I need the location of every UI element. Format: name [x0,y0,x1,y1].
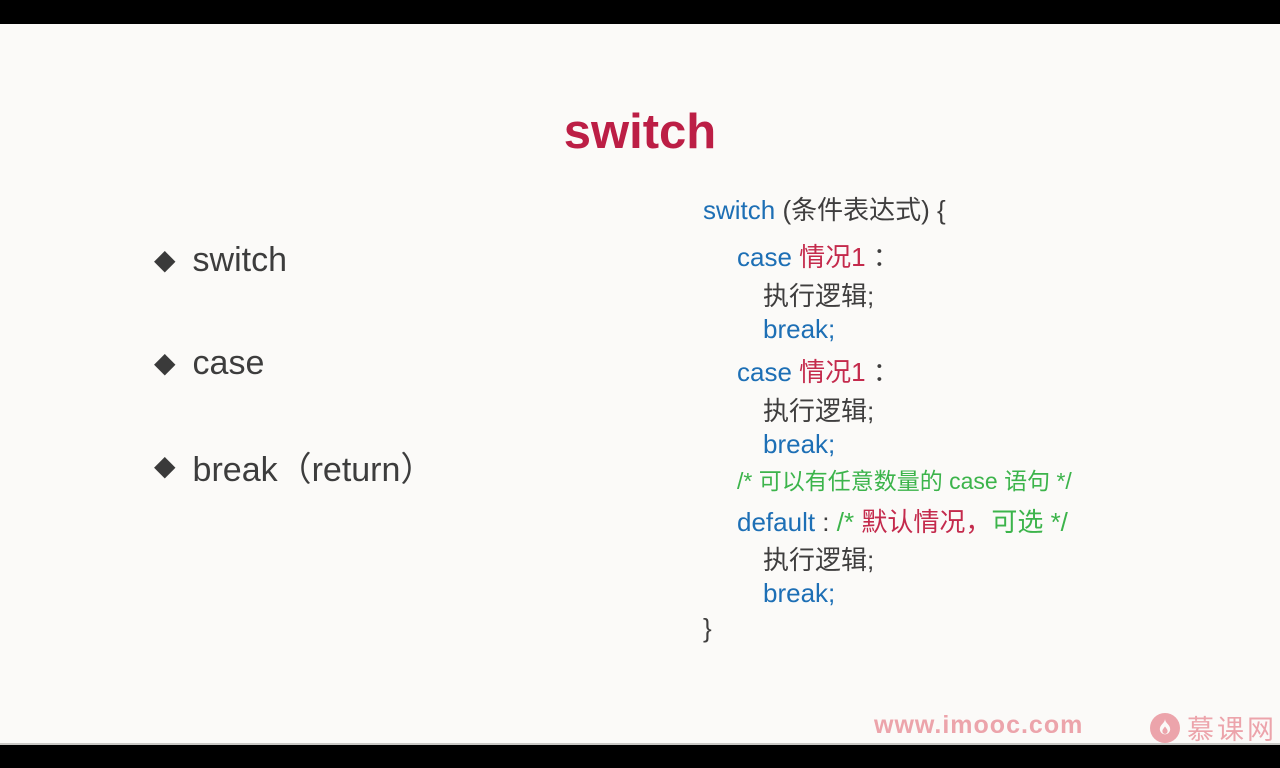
code-token: case [737,242,800,272]
code-token: break; [763,578,836,608]
code-token: 执行逻辑; [763,396,875,426]
code-line: case 情况1 ： [737,356,1072,389]
code-token: (条件表达式) { [775,195,946,225]
code-token: break; [763,429,836,459]
letterbox-bar-top [0,0,1280,24]
bullet-item: ◆ case [154,341,434,385]
code-line: 执行逻辑; [763,280,1072,313]
code-token: /* 可以有任意数量的 case 语句 */ [737,468,1072,494]
watermark-url: www.imooc.com [874,711,1084,739]
code-token: } [703,613,712,643]
code-token: 情况1 [799,242,866,272]
bullet-item: ◆ break（return） [154,444,435,489]
code-token: 执行逻辑; [763,281,875,311]
code-token: 默认情况， [861,507,992,537]
bullet-item: ◆ switch [154,238,434,282]
brand-logo: 慕课网 [1150,708,1277,747]
bullet-label: break（return） [192,450,435,489]
code-line: switch (条件表达式) { [703,194,1072,227]
code-line: break; [763,428,1072,461]
code-token: : [815,507,837,537]
code-block: switch (条件表达式) {case 情况1 ：执行逻辑;break;cas… [703,194,1072,645]
code-token: break; [763,314,836,344]
slide-title: switch [563,105,717,159]
code-token: default [737,507,816,537]
code-token: /* [836,507,862,537]
code-token: ： [865,242,899,272]
code-line: /* 可以有任意数量的 case 语句 */ [737,467,1072,495]
diamond-bullet-icon: ◆ [154,347,176,378]
code-token: switch [703,195,776,225]
bullet-label: case [192,343,265,382]
code-token: ： [865,357,899,387]
code-line: 执行逻辑; [763,544,1072,577]
code-token: 可选 */ [991,507,1068,537]
diamond-bullet-icon: ◆ [154,244,176,275]
code-line: 执行逻辑; [763,395,1072,428]
letterbox-bar-bottom [0,743,1280,768]
code-line: break; [763,577,1072,610]
code-line: case 情况1 ： [737,241,1072,274]
code-line: break; [763,313,1072,346]
code-line: } [703,612,1072,645]
flame-icon [1150,712,1180,743]
code-token: 执行逻辑; [763,545,875,575]
code-token: 情况1 [799,357,866,387]
bullet-label: switch [192,240,288,279]
diamond-bullet-icon: ◆ [154,450,176,481]
slide: switch ◆ switch ◆ case ◆ break（return） switch… [0,24,1280,745]
brand-name: 慕课网 [1187,715,1277,745]
code-token: case [737,357,800,387]
bullet-list: ◆ switch ◆ case ◆ break（return） [154,238,435,489]
code-line: default : /* 默认情况，可选 */ [737,506,1072,539]
